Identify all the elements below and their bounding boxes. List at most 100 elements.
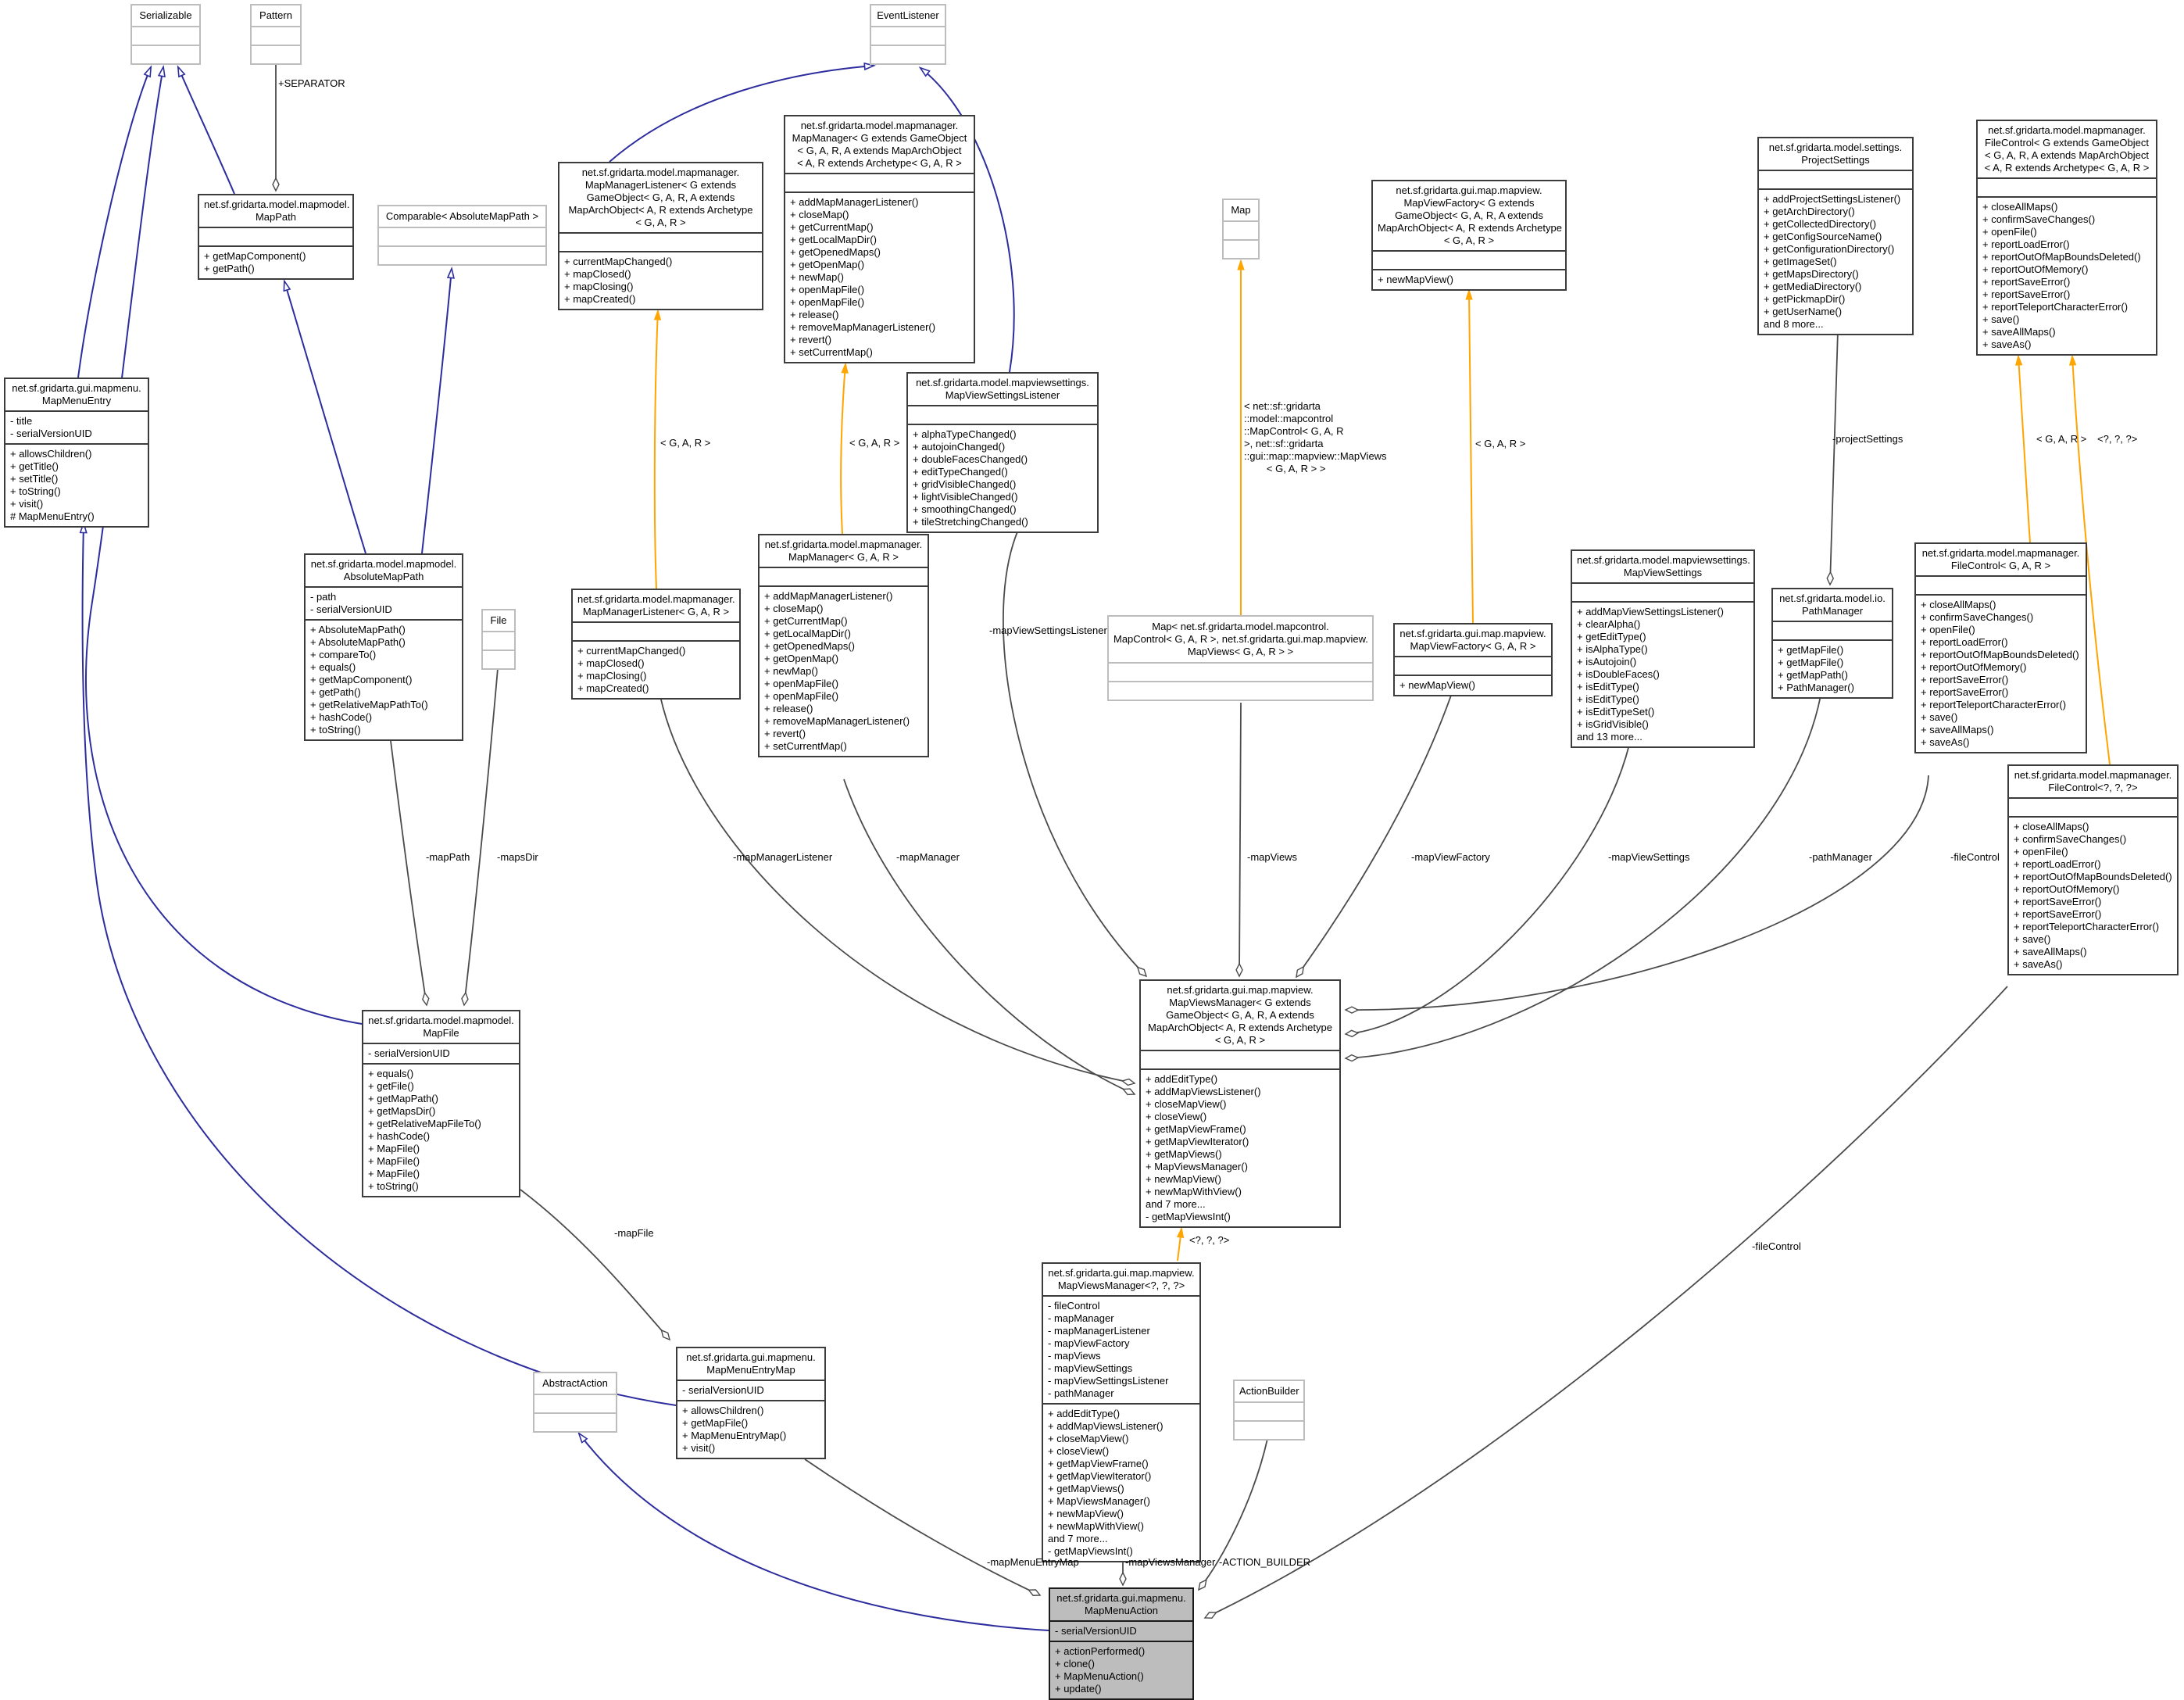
class-map-small[interactable]: Map	[1222, 199, 1260, 259]
class-map-path[interactable]: net.sf.gridarta.model.mapmodel.MapPath+ …	[198, 194, 354, 280]
title-line: MapManagerListener< G, A, R >	[582, 606, 730, 617]
methods-line: + reportTeleportCharacterError()	[2014, 921, 2160, 932]
class-pattern[interactable]: Pattern	[250, 4, 302, 65]
class-map-menu-entry-map[interactable]: net.sf.gridarta.gui.mapmenu.MapMenuEntry…	[676, 1347, 826, 1459]
methods-line: + openMapFile()	[790, 284, 865, 295]
title-line: MapViews< G, A, R > >	[1187, 646, 1294, 657]
class-map-manager-listener-generic[interactable]: net.sf.gridarta.model.mapmanager.MapMana…	[558, 162, 763, 310]
class-path-manager[interactable]: net.sf.gridarta.model.io.PathManager+ ge…	[1771, 588, 1893, 699]
methods-line: + doubleFacesChanged()	[913, 453, 1028, 465]
class-map-file[interactable]: net.sf.gridarta.model.mapmodel.MapFile- …	[362, 1010, 520, 1197]
methods-line: + closeMap()	[764, 603, 824, 614]
class-file-control-gar-methods: + closeAllMaps()+ confirmSaveChanges()+ …	[1916, 594, 2086, 752]
class-event-listener[interactable]: EventListener	[870, 4, 946, 65]
attrs-line: - mapManagerListener	[1048, 1325, 1150, 1337]
title-line: net.sf.gridarta.model.mapmanager.	[577, 593, 735, 605]
class-map-menu-action-title: net.sf.gridarta.gui.mapmenu.MapMenuActio…	[1050, 1589, 1192, 1620]
title-line: AbstractAction	[542, 1377, 608, 1389]
class-map-manager-listener-gar[interactable]: net.sf.gridarta.model.mapmanager.MapMana…	[571, 589, 741, 700]
class-file-small-attrs	[483, 631, 514, 650]
class-map-of-mapcontrol-mapviews-methods	[1109, 681, 1372, 700]
class-map-manager-generic[interactable]: net.sf.gridarta.model.mapmanager.MapMana…	[784, 115, 975, 363]
class-map-file-title: net.sf.gridarta.model.mapmodel.MapFile	[363, 1011, 519, 1043]
methods-line: + getLocalMapDir()	[790, 234, 877, 245]
class-map-view-factory-generic[interactable]: net.sf.gridarta.gui.map.mapview.MapViewF…	[1371, 180, 1567, 291]
methods-line: + tileStretchingChanged()	[913, 516, 1028, 528]
class-map-view-settings-listener-methods: + alphaTypeChanged()+ autojoinChanged()+…	[908, 424, 1097, 531]
class-absolute-map-path[interactable]: net.sf.gridarta.model.mapmodel.AbsoluteM…	[304, 553, 463, 741]
class-path-manager-title: net.sf.gridarta.model.io.PathManager	[1773, 589, 1892, 621]
methods-line: + getOpenMap()	[764, 653, 839, 664]
class-map-view-settings-listener[interactable]: net.sf.gridarta.model.mapviewsettings.Ma…	[906, 372, 1099, 533]
methods-line: + removeMapManagerListener()	[764, 715, 910, 727]
methods-line: + getOpenedMaps()	[790, 246, 881, 258]
label-filecontrol-mid: -fileControl	[1950, 851, 2000, 863]
methods-line: + update()	[1055, 1683, 1102, 1695]
methods-line: + currentMapChanged()	[577, 645, 686, 657]
title-line: MapViewFactory< G, A, R >	[1410, 640, 1536, 652]
label-pathmanager: -pathManager	[1809, 851, 1872, 863]
class-project-settings[interactable]: net.sf.gridarta.model.settings.ProjectSe…	[1757, 137, 1914, 335]
class-abstract-action[interactable]: AbstractAction	[533, 1372, 617, 1433]
edge-agg-projectsettings	[1830, 330, 1839, 585]
class-map-view-factory-gar[interactable]: net.sf.gridarta.gui.map.mapview.MapViewF…	[1393, 623, 1553, 696]
methods-line: + mapCreated()	[577, 682, 649, 694]
class-file-control-generic-title: net.sf.gridarta.model.mapmanager.FileCon…	[1978, 121, 2156, 177]
class-file-small[interactable]: File	[481, 609, 516, 670]
class-map-views-manager-generic[interactable]: net.sf.gridarta.gui.map.mapview.MapViews…	[1139, 979, 1341, 1228]
edge-agg-mapmanagerlistener	[659, 696, 1135, 1083]
class-map-view-factory-generic-attrs	[1373, 250, 1565, 269]
class-map-view-settings[interactable]: net.sf.gridarta.model.mapviewsettings.Ma…	[1571, 549, 1755, 748]
class-file-control-wild[interactable]: net.sf.gridarta.model.mapmanager.FileCon…	[2007, 764, 2179, 975]
methods-line: + openFile()	[1982, 226, 2037, 238]
title-line: Comparable< AbsoluteMapPath >	[385, 210, 539, 222]
methods-line: + getMapsDirectory()	[1764, 268, 1859, 280]
class-action-builder-attrs	[1235, 1401, 1303, 1420]
label-separator: +SEPARATOR	[278, 77, 345, 89]
methods-line: + closeAllMaps()	[1921, 599, 1996, 610]
edge-template-filecontrol-gar	[2014, 354, 2031, 543]
methods-line: + reportOutOfMapBoundsDeleted()	[1982, 251, 2141, 263]
methods-line: + mapClosed()	[564, 268, 631, 280]
class-map-manager-listener-generic-methods: + currentMapChanged()+ mapClosed()+ mapC…	[559, 251, 762, 309]
title-line: net.sf.gridarta.model.mapmanager.	[581, 166, 740, 178]
class-map-views-manager-generic-methods: + addEditType()+ addMapViewsListener()+ …	[1141, 1068, 1339, 1226]
edge-inherit-mapmenuaction-abstractaction	[579, 1433, 1049, 1631]
class-file-control-generic[interactable]: net.sf.gridarta.model.mapmanager.FileCon…	[1976, 120, 2157, 356]
title-line: MapArchObject< A, R extends Archetype	[568, 204, 753, 216]
class-file-control-gar[interactable]: net.sf.gridarta.model.mapmanager.FileCon…	[1914, 542, 2087, 753]
methods-line: + mapClosed()	[577, 657, 645, 669]
methods-line: + getMapViews()	[1048, 1483, 1124, 1494]
class-serializable[interactable]: Serializable	[130, 4, 201, 65]
methods-line: + openFile()	[1921, 624, 1975, 635]
title-line: MapViewSettings	[1623, 567, 1703, 578]
methods-line: + setCurrentMap()	[764, 740, 847, 752]
class-project-settings-methods: + addProjectSettingsListener()+ getArchD…	[1759, 188, 1912, 334]
class-map-manager-gar[interactable]: net.sf.gridarta.model.mapmanager.MapMana…	[758, 534, 929, 757]
edge-inherit-mappath-serializable	[178, 67, 235, 195]
attrs-line: - title	[10, 415, 33, 427]
methods-line: + autojoinChanged()	[913, 441, 1006, 453]
class-map-views-manager-generic-title: net.sf.gridarta.gui.map.mapview.MapViews…	[1141, 981, 1339, 1050]
attrs-line: - serialVersionUID	[10, 428, 92, 439]
class-action-builder[interactable]: ActionBuilder	[1233, 1380, 1305, 1441]
title-line: EventListener	[877, 9, 939, 21]
title-line: net.sf.gridarta.model.mapviewsettings.	[1577, 554, 1750, 566]
methods-line: + getCollectedDirectory()	[1764, 218, 1877, 230]
class-map-manager-listener-gar-title: net.sf.gridarta.model.mapmanager.MapMana…	[573, 590, 739, 621]
class-map-menu-entry[interactable]: net.sf.gridarta.gui.mapmenu.MapMenuEntry…	[4, 378, 149, 528]
class-map-views-manager-wild[interactable]: net.sf.gridarta.gui.map.mapview.MapViews…	[1042, 1262, 1201, 1562]
class-comparable[interactable]: Comparable< AbsoluteMapPath >	[377, 205, 547, 266]
class-abstract-action-methods	[534, 1412, 616, 1431]
class-project-settings-title: net.sf.gridarta.model.settings.ProjectSe…	[1759, 138, 1912, 170]
class-map-manager-generic-attrs	[785, 173, 974, 191]
methods-line: + addMapViewsListener()	[1146, 1086, 1261, 1097]
title-line: MapViewsManager<?, ?, ?>	[1057, 1279, 1185, 1291]
class-map-of-mapcontrol-mapviews[interactable]: Map< net.sf.gridarta.model.mapcontrol.Ma…	[1107, 615, 1374, 701]
class-map-menu-action[interactable]: net.sf.gridarta.gui.mapmenu.MapMenuActio…	[1049, 1587, 1194, 1700]
edge-agg-filecontrol-action	[1205, 986, 2008, 1618]
title-line: net.sf.gridarta.model.mapmanager.	[1988, 124, 2146, 136]
methods-line: + mapCreated()	[564, 293, 636, 305]
methods-line: + getLocalMapDir()	[764, 628, 851, 639]
